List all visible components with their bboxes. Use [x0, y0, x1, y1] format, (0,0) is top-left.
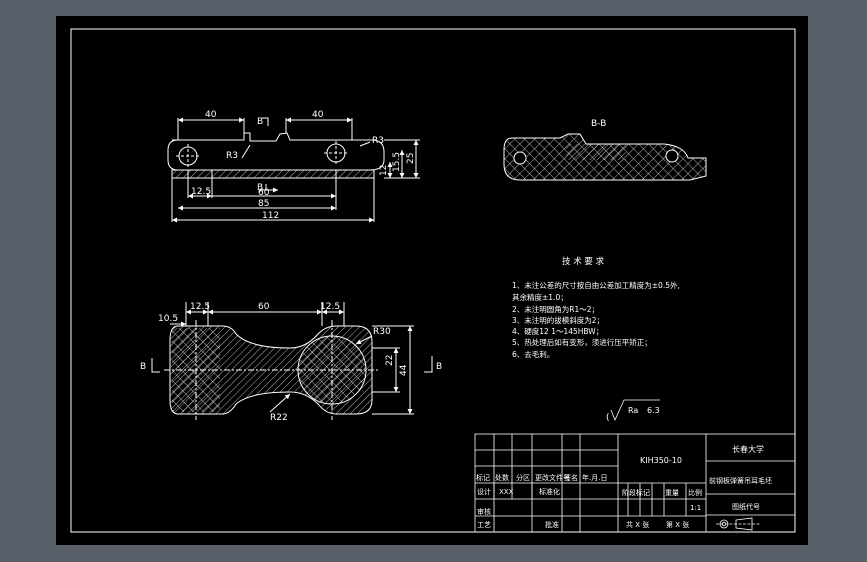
dim-25-vertical: 25 [406, 153, 416, 164]
requirements-heading: 技 术 要 求 [562, 256, 605, 267]
label-count: 处数 [495, 473, 509, 482]
label-weight: 重量 [665, 489, 679, 497]
section-bore-right [665, 149, 679, 163]
radius-r22: R22 [270, 413, 288, 423]
projection-symbol [716, 517, 760, 531]
sheet-background [56, 16, 808, 545]
dim-60: 60 [258, 188, 270, 198]
dim-60-plan: 60 [258, 302, 270, 312]
requirement-line-3: 2、未注明圆角为R1～2； [512, 304, 599, 314]
section-view-bb [503, 133, 707, 181]
requirement-line-7: 6、去毛刺。 [512, 349, 554, 359]
side-view-outline [167, 132, 385, 171]
dim-40-right: 40 [312, 110, 324, 120]
dim-85: 85 [258, 199, 269, 209]
label-stage: 阶段标记 [622, 488, 650, 497]
dim-12-5: 12.5 [191, 187, 211, 197]
label-change-doc: 更改文件号 [535, 473, 570, 482]
label-approve: 批准 [545, 520, 559, 529]
title-block [474, 433, 796, 533]
label-standardize: 标准化 [539, 487, 560, 496]
requirement-line-4: 3、未注明的拔模斜度为2； [512, 315, 604, 325]
drawing-code-label: 图纸代号 [732, 502, 760, 511]
dim-12-vertical: 12 [379, 165, 389, 176]
side-view [167, 117, 420, 223]
section-rib-hatch [566, 144, 626, 160]
dim-40-left: 40 [205, 110, 217, 120]
dim-10-5: 10.5 [158, 314, 178, 324]
side-view-labels: 40 40 B B R3 R3 12 15.5 25 12.5 60 85 11… [191, 110, 416, 221]
roughness-symbol: ( Ra 6.3 [606, 399, 660, 423]
plan-view-labels: 12.5 60 12.5 10.5 R30 22 44 R22 B B [140, 302, 442, 423]
dim-12-5-left: 12.5 [190, 302, 210, 312]
title-block-text: KIH350-10 长春大学 前钢板弹簧吊耳毛坯 图纸代号 标记 处数 分区 更… [476, 444, 772, 529]
label-review: 审核 [477, 507, 491, 516]
requirement-line-1: 1、未注公差的尺寸按自由公差加工精度为±0.5外, [512, 280, 680, 290]
plan-mark-right: B [436, 362, 442, 372]
dim-112: 112 [262, 211, 279, 221]
label-designer: 设计 [477, 487, 491, 496]
side-view-flange [171, 169, 375, 179]
dim-12-5-right: 12.5 [320, 302, 340, 312]
value-scale: 1:1 [690, 504, 701, 512]
radius-r3-left: R3 [226, 151, 238, 161]
plan-view [151, 302, 433, 420]
section-mark-bottom: B [257, 183, 263, 193]
drawing-frame [70, 28, 796, 533]
dim-22-vertical: 22 [385, 355, 395, 366]
roughness-prefix: ( [606, 413, 610, 423]
section-mark-top: B [257, 117, 263, 127]
dim-15-5-vertical: 15.5 [392, 152, 402, 172]
plan-mark-left: B [140, 362, 146, 372]
section-title: B-B [591, 119, 606, 129]
dim-44-vertical: 44 [399, 364, 409, 376]
sheet-number: 第 X 张 [666, 520, 689, 529]
roughness-label: Ra [628, 406, 638, 415]
part-name: 前钢板弹簧吊耳毛坯 [709, 476, 772, 485]
label-zone: 分区 [516, 473, 530, 482]
radius-r3-right: R3 [372, 136, 384, 146]
value-designer: XXX [499, 488, 514, 496]
label-signature: 签名 [564, 473, 578, 482]
radius-r30: R30 [373, 327, 391, 337]
requirement-line-2: 其余精度±1.0； [512, 292, 568, 302]
sheets-total: 共 X 张 [626, 520, 649, 529]
drawing-number: KIH350-10 [640, 456, 682, 465]
label-process: 工艺 [477, 521, 491, 529]
roughness-value: 6.3 [647, 406, 660, 415]
requirement-line-5: 4、硬度12 1～145HBW； [512, 326, 603, 336]
requirement-line-6: 5、热处理后如有变形，须进行压平矫正； [512, 337, 652, 347]
label-mark: 标记 [476, 473, 490, 482]
label-date: 年.月.日 [582, 473, 607, 482]
section-bore-left [513, 151, 527, 165]
school-name: 长春大学 [732, 444, 764, 454]
label-scale: 比例 [688, 488, 702, 497]
technical-requirements: 技 术 要 求 1、未注公差的尺寸按自由公差加工精度为±0.5外, 其余精度±1… [512, 256, 680, 359]
